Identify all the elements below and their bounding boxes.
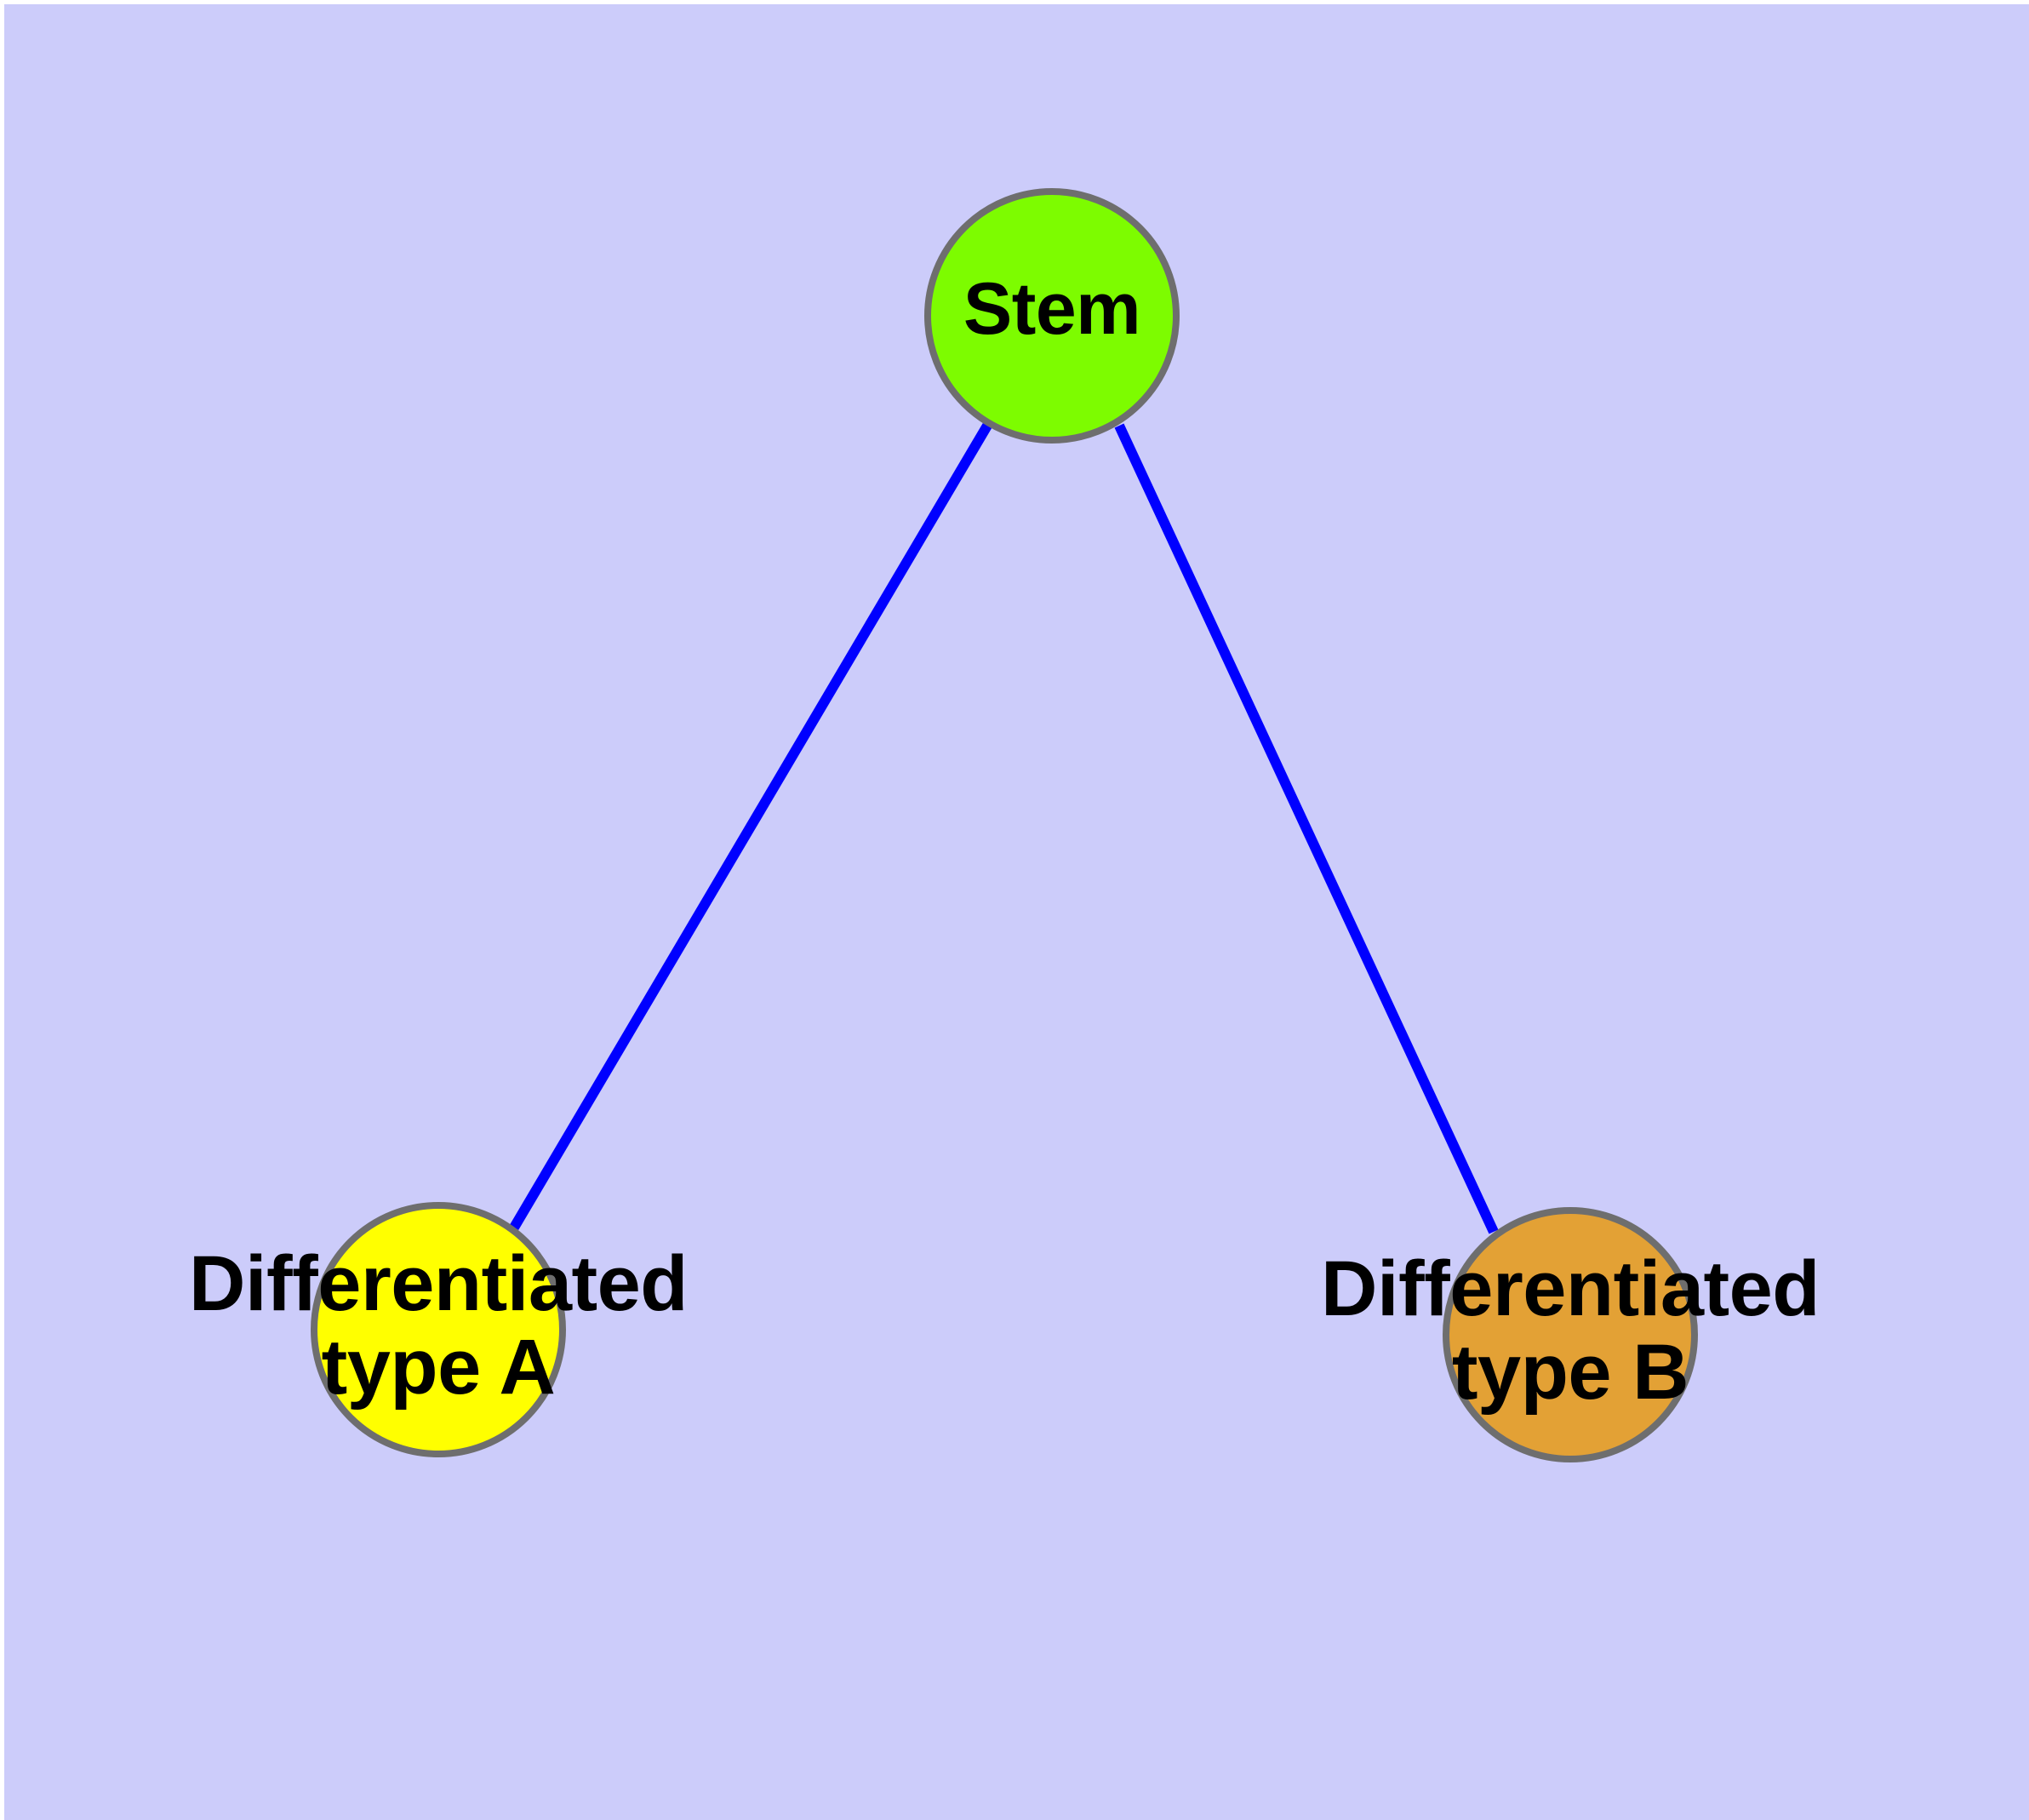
- edge-stem-to-differentiated-type-b[interactable]: [1114, 423, 1499, 1234]
- node-differentiated-type-a[interactable]: [311, 1202, 566, 1457]
- node-differentiated-type-b[interactable]: [1443, 1207, 1698, 1462]
- edge-layer: [509, 422, 1499, 1234]
- node-stem[interactable]: [924, 188, 1180, 444]
- node-layer: [311, 188, 1698, 1462]
- edge-stem-to-differentiated-type-a[interactable]: [509, 422, 992, 1231]
